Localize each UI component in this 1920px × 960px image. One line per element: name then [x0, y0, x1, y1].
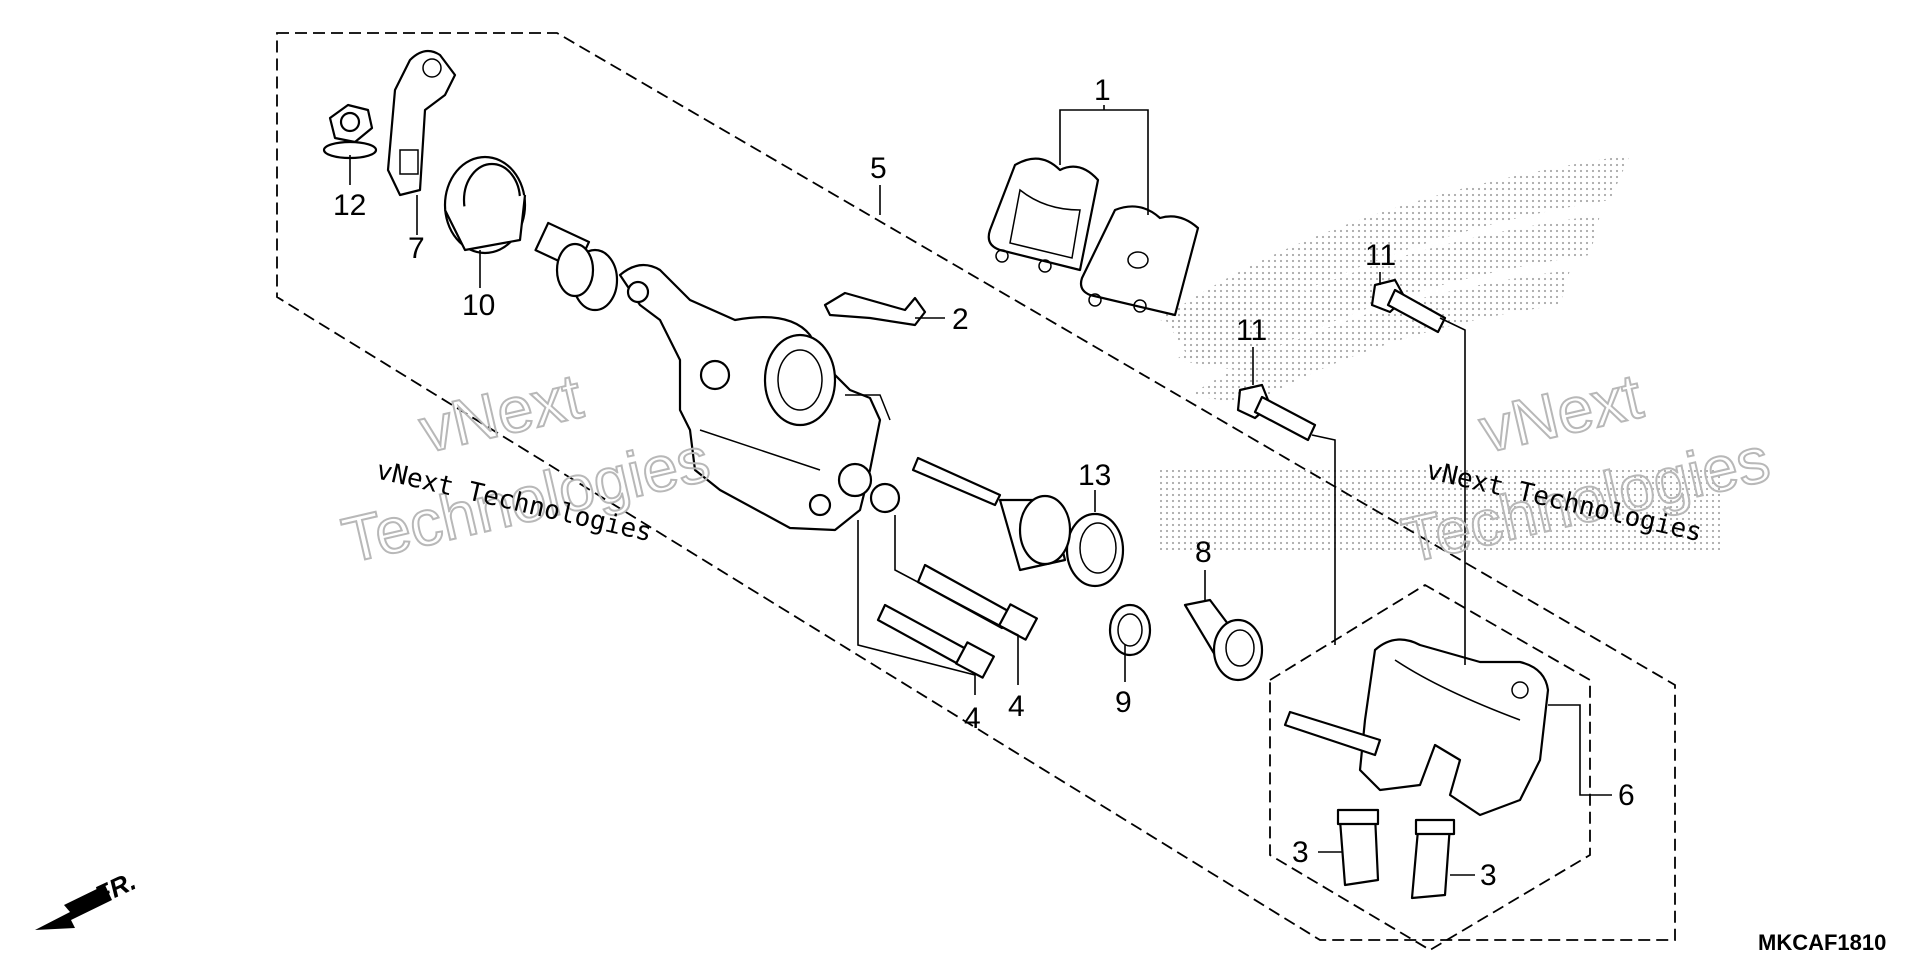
flange-nut-part: [322, 103, 378, 160]
lever-part: [386, 49, 457, 197]
callout-2: 2: [952, 303, 969, 336]
callout-11b: 11: [1236, 314, 1267, 347]
diagram-code: MKCAF1810: [1758, 930, 1886, 955]
dust-boot-part: [443, 155, 527, 255]
callout-13: 13: [1078, 459, 1111, 492]
watermark-left: vNext Technologies: [335, 359, 717, 578]
caliper-body-part: [618, 263, 901, 532]
callout-3b: 3: [1480, 859, 1497, 892]
callout-8: 8: [1195, 536, 1212, 569]
callout-12: 12: [333, 189, 366, 222]
callout-4a: 4: [964, 702, 981, 735]
brake-pad-right-part: [1079, 205, 1200, 317]
callout-10: 10: [462, 289, 495, 322]
bracket-bolt-upper-part: [1370, 278, 1447, 334]
callout-6: 6: [1618, 779, 1635, 812]
sleeve-part: [1183, 598, 1264, 682]
pin-bolt-lower-part: [876, 603, 995, 679]
caliper-assembly-outline: [276, 32, 1676, 941]
callout-7: 7: [408, 232, 425, 265]
caliper-bracket-part: [1283, 638, 1550, 817]
svg-text:vNext: vNext: [413, 360, 589, 467]
pad-spring-part: [823, 291, 927, 327]
callout-9: 9: [1115, 686, 1132, 719]
pin-bolt-upper-part: [916, 563, 1038, 641]
dust-seal-part: [1108, 603, 1152, 657]
leader-lines: [349, 105, 1612, 876]
callout-5: 5: [870, 152, 887, 185]
callout-4b: 4: [1008, 690, 1025, 723]
callout-3a: 3: [1292, 836, 1309, 869]
adjuster-spindle-part: [534, 221, 619, 312]
bracket-bolt-lower-part: [1236, 383, 1317, 442]
callout-1: 1: [1094, 74, 1111, 107]
pad-retainer-left-part: [1336, 808, 1380, 887]
brake-pad-left-part: [987, 157, 1100, 273]
piston-seal-part: [1065, 512, 1125, 588]
bracket-assembly-outline: [1269, 583, 1591, 952]
svg-text:vNext: vNext: [1473, 360, 1649, 467]
callout-11a: 11: [1365, 239, 1396, 272]
front-direction-arrow: FR.: [35, 866, 141, 930]
piston-part: [911, 456, 1072, 572]
pad-retainer-right-part: [1410, 818, 1456, 900]
